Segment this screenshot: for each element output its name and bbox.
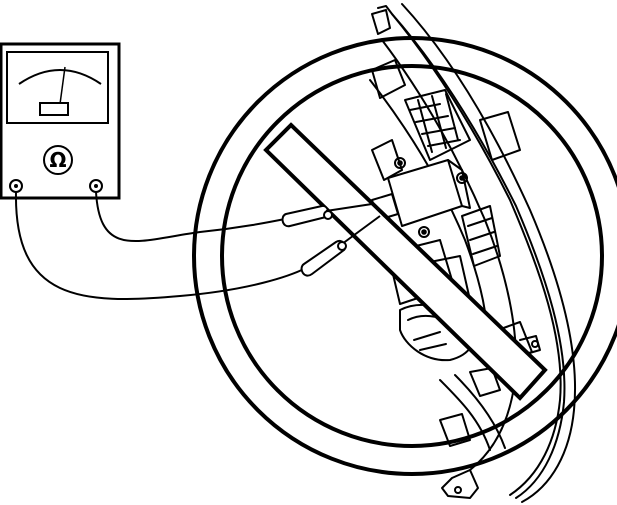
prohibition-outer-ring (192, 36, 617, 476)
test-probe-upper (281, 203, 373, 228)
terminal-right-hole (94, 184, 98, 188)
meter-scale-arc (18, 69, 102, 85)
test-lead-wire-left (14, 191, 307, 300)
meter-pivot (39, 102, 69, 116)
ohm-symbol: Ω (49, 148, 66, 172)
test-leads (14, 191, 307, 300)
test-probe-lower (300, 215, 381, 277)
meter-needle (59, 66, 66, 105)
ohmmeter: Ω (0, 42, 121, 200)
prohibition-slash (263, 122, 548, 401)
test-lead-wire-right (95, 191, 291, 243)
prohibition-inner-ring (220, 64, 604, 448)
terminal-left-hole (14, 184, 18, 188)
ohm-selector-dial[interactable] (43, 145, 73, 175)
no-sign-icon (192, 36, 617, 476)
